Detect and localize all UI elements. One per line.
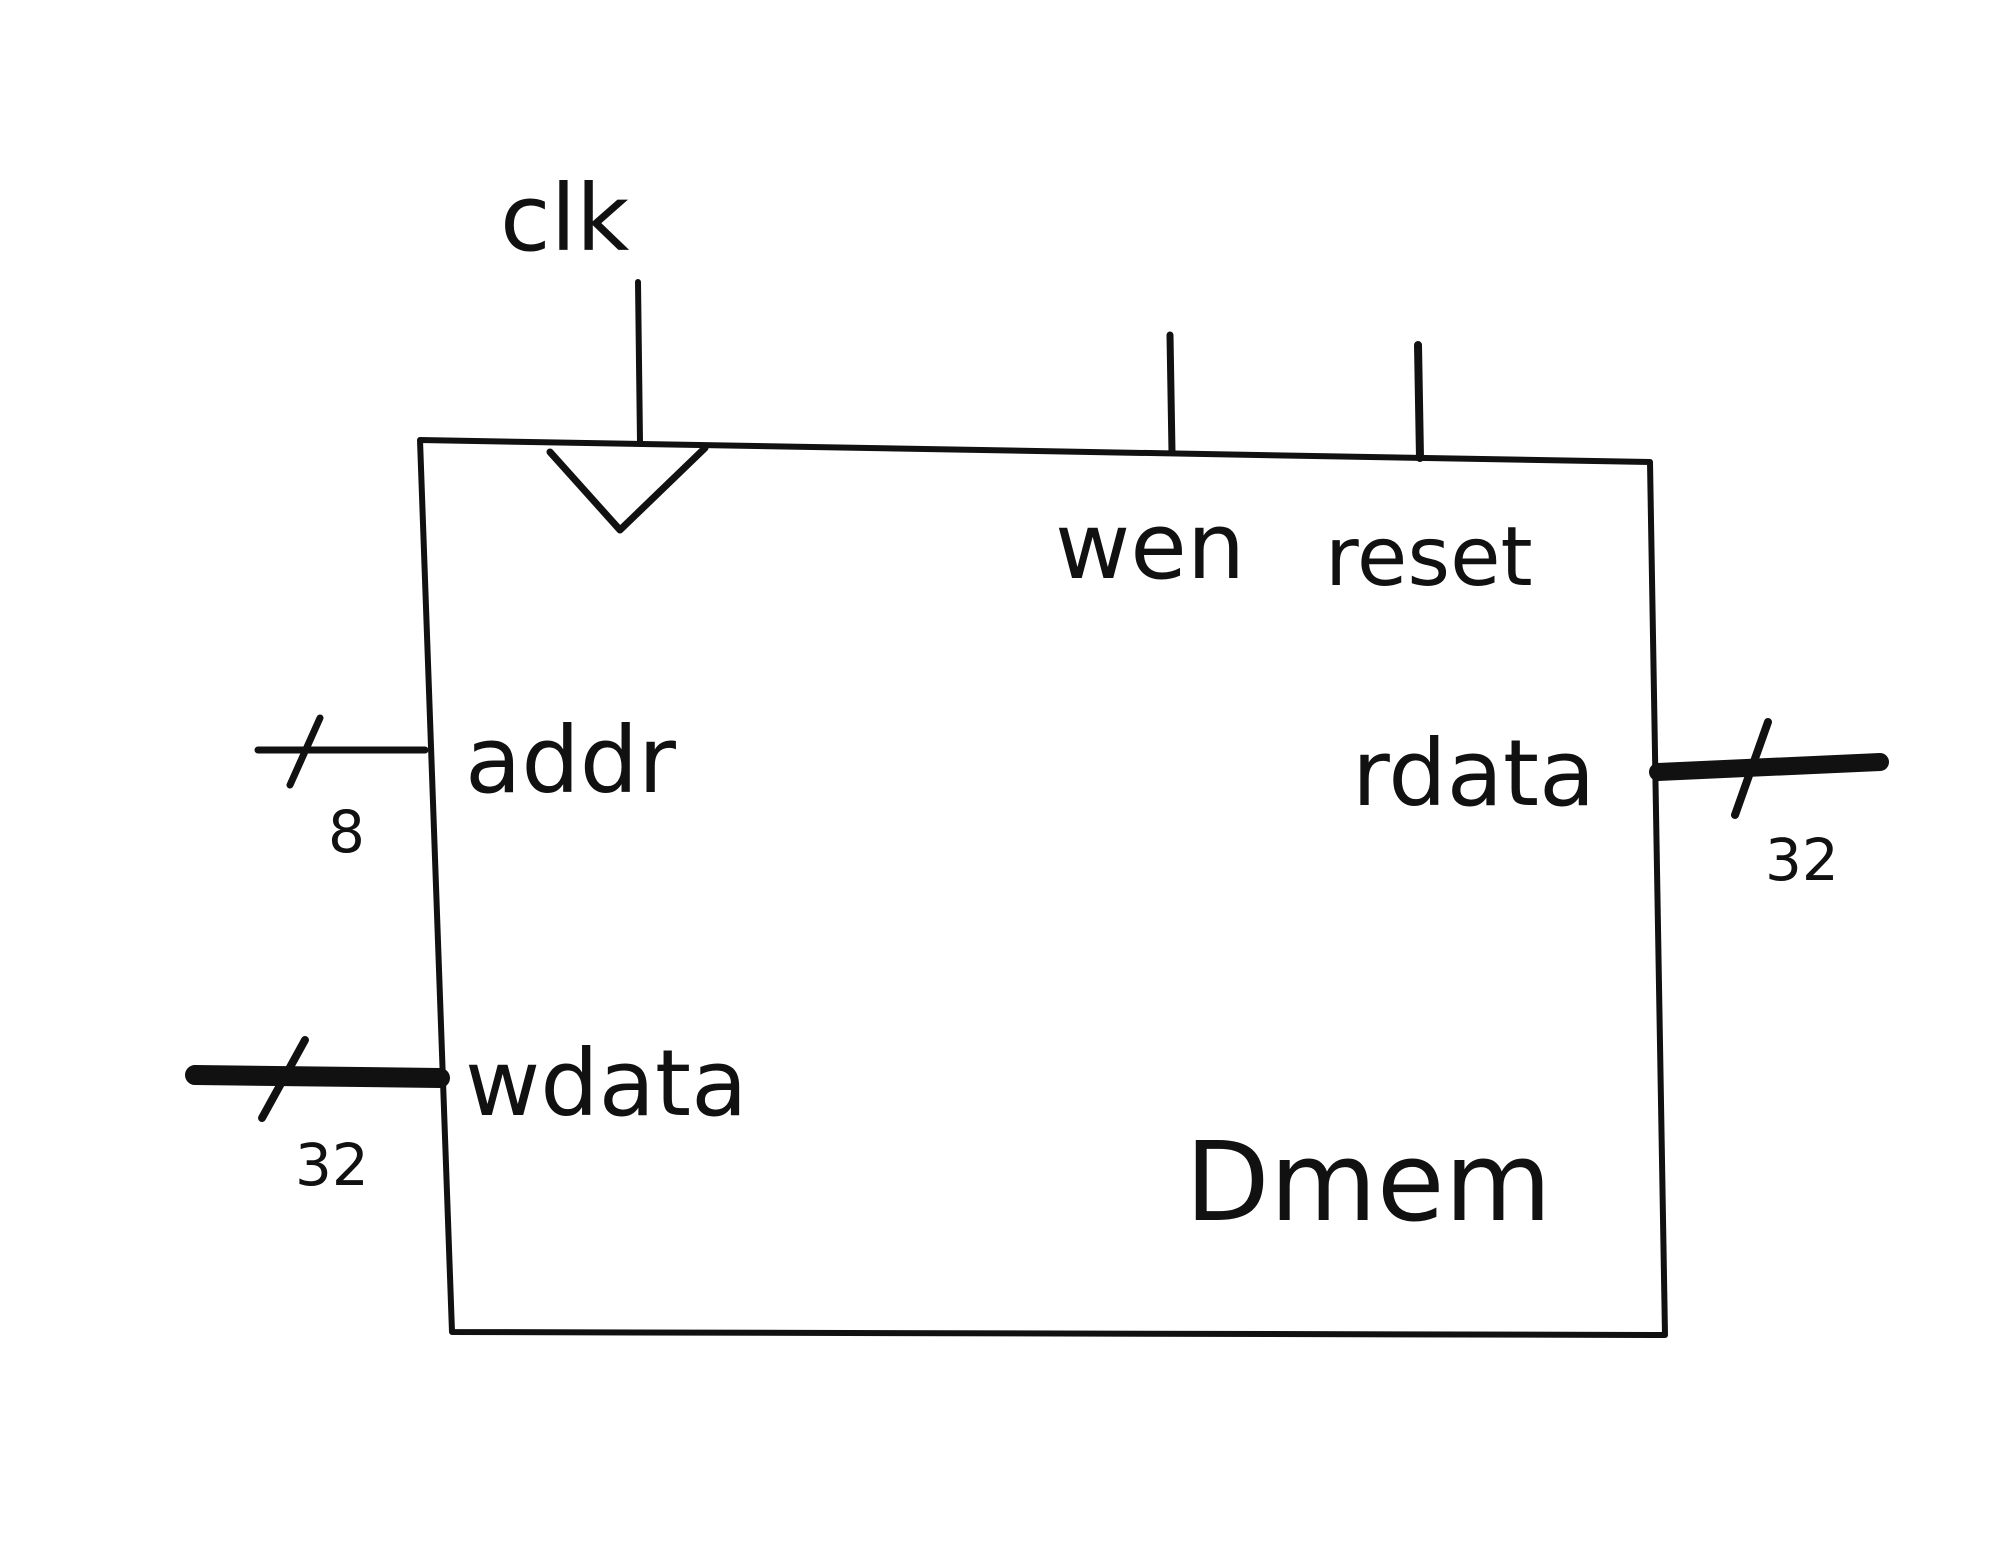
addr-bus-slash [286, 714, 324, 789]
rdata-bus-slash [1731, 718, 1772, 819]
clock-edge-triangle [546, 444, 709, 534]
module-box [417, 437, 1668, 1338]
wdata-port-label: wdata [465, 1030, 747, 1137]
wen-port-label: wen [1055, 493, 1245, 600]
addr-port-label: addr [465, 707, 676, 814]
module-name-label: Dmem [1185, 1118, 1552, 1246]
addr-width-label: 8 [328, 798, 365, 866]
clk-label: clk [500, 165, 630, 272]
rdata-width-label: 32 [1765, 826, 1839, 894]
wdata-bus-slash [258, 1036, 309, 1122]
wdata-width-label: 32 [295, 1131, 369, 1199]
wdata-wire [185, 1065, 450, 1088]
clk-wire [635, 279, 643, 445]
rdata-wire [1649, 753, 1889, 781]
wen-wire [1166, 331, 1176, 456]
reset-port-label: reset [1325, 510, 1533, 605]
reset-wire [1414, 341, 1424, 462]
rdata-port-label: rdata [1352, 720, 1595, 827]
